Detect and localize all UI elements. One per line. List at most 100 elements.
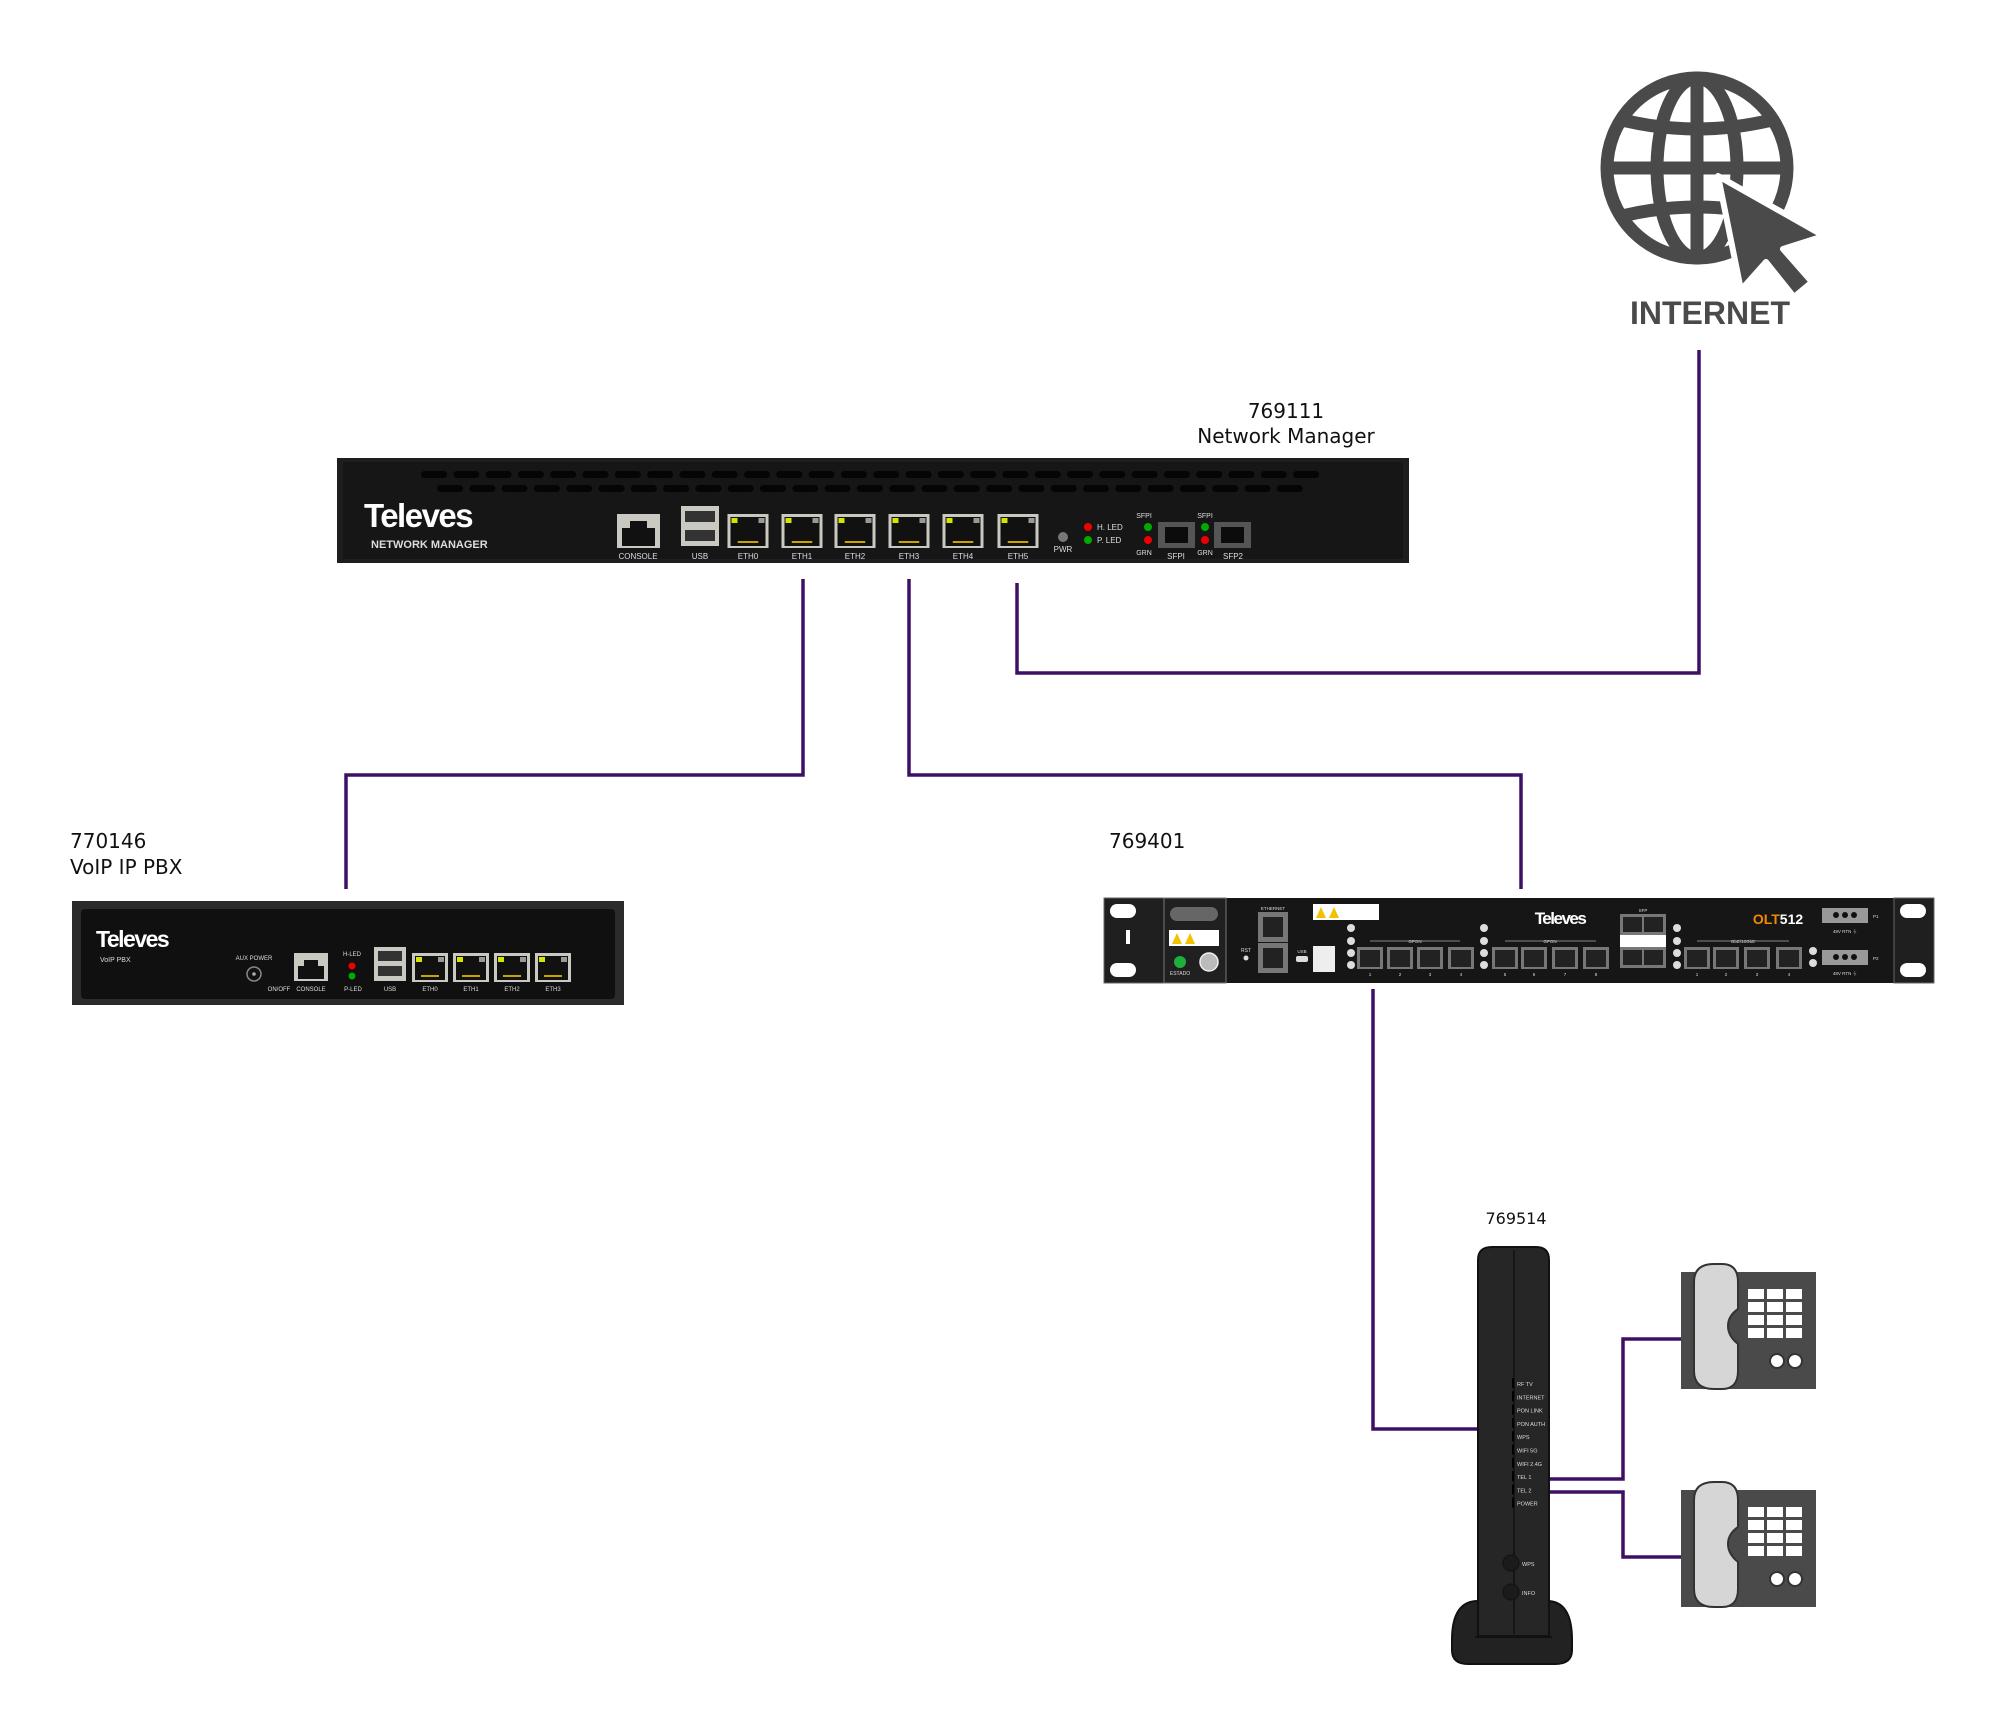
gpon-port-8[interactable] (1583, 947, 1609, 969)
gpon-port-4[interactable] (1448, 947, 1474, 969)
keypad-key (1748, 1507, 1764, 1517)
pwr-led (1058, 532, 1068, 542)
pbx-eth-port-2[interactable] (494, 953, 530, 982)
status-led (1347, 937, 1355, 945)
gpon-port-2[interactable] (1387, 947, 1413, 969)
power-connector-p1[interactable] (1822, 908, 1868, 923)
status-led (1809, 959, 1817, 967)
vent-slot (679, 471, 706, 478)
keypad-key (1748, 1328, 1764, 1338)
vent-slot (1260, 471, 1287, 478)
ont-led-label: RF TV (1517, 1382, 1533, 1388)
power-connector-p2[interactable] (1822, 950, 1868, 965)
p2-label: P2 (1873, 956, 1879, 961)
vent-slot (550, 471, 577, 478)
handset (1693, 1263, 1739, 1390)
keypad-key (1748, 1520, 1764, 1530)
console-port[interactable] (617, 514, 660, 548)
vent-slot (1131, 471, 1158, 478)
sfp1-cage[interactable] (1158, 522, 1195, 548)
ont-led (1512, 1431, 1514, 1442)
pbx-eth-port-1[interactable] (453, 953, 489, 982)
vent-slot (1244, 485, 1271, 492)
nm-eth-port-3[interactable] (888, 514, 930, 548)
vent-slot (792, 485, 819, 492)
vent-slot (533, 485, 560, 492)
gpon-port-3[interactable] (1417, 947, 1443, 969)
vent-slot (840, 471, 867, 478)
estado-led (1174, 956, 1186, 968)
vent-slot (1002, 471, 1029, 478)
gpon-port-7[interactable] (1552, 947, 1578, 969)
keypad-key (1748, 1289, 1764, 1299)
gbe-port-2[interactable] (1713, 947, 1739, 969)
ont-led-label: TEL 2 (1517, 1488, 1531, 1494)
vent-slot (824, 485, 851, 492)
keypad-key (1786, 1289, 1802, 1299)
keypad-key (1767, 1302, 1783, 1312)
pbx-p-led-label: P-LED (344, 987, 362, 993)
link-led (416, 957, 422, 962)
olt-usb-port[interactable] (1296, 956, 1308, 962)
olt-port-number: 6 (1533, 972, 1536, 977)
vent-slot (937, 471, 964, 478)
pbx-usb-port[interactable] (374, 947, 406, 981)
usb-port[interactable] (681, 506, 719, 546)
sfp-cages[interactable] (1620, 914, 1666, 968)
nm-eth-label: ETH4 (953, 552, 974, 561)
keypad-key (1767, 1546, 1783, 1556)
vent-slot (517, 471, 544, 478)
olt-port-number: 4 (1788, 972, 1791, 977)
link-ont-tel1-phone1 (1549, 1337, 1684, 1481)
vent-slot (501, 485, 528, 492)
info-button[interactable] (1502, 1583, 1520, 1601)
vent-slot (1196, 471, 1223, 478)
sfp2-label: SFP2 (1223, 552, 1244, 561)
nm-eth-port-4[interactable] (942, 514, 984, 548)
nm-eth-port-2[interactable] (834, 514, 876, 548)
rack-ear-hole (1110, 904, 1136, 918)
vent-slot (905, 471, 932, 478)
gpon-port-5[interactable] (1492, 947, 1518, 969)
gbe-port-4[interactable] (1776, 947, 1802, 969)
vent-slot (663, 485, 690, 492)
keypad-key (1786, 1533, 1802, 1543)
rst-button[interactable] (1243, 955, 1249, 961)
link-led (892, 518, 899, 523)
olt-port-number: 8 (1595, 972, 1598, 977)
link-nm-eth3-olt (907, 579, 1523, 889)
vent-slot (695, 485, 722, 492)
gbe-port-1[interactable] (1684, 947, 1710, 969)
gbe-port-3[interactable] (1744, 947, 1770, 969)
vent-slot (744, 471, 770, 478)
activity-led (758, 518, 765, 523)
pbx-console-port[interactable] (294, 953, 328, 981)
ont-led-label: TEL 1 (1517, 1475, 1531, 1481)
activity-led (438, 957, 444, 962)
vent-slot (1083, 485, 1109, 492)
nm-eth-label: ETH1 (792, 552, 813, 561)
status-led (1673, 937, 1681, 945)
nm-eth-port-1[interactable] (781, 514, 823, 548)
rack-ear-hole (1900, 963, 1926, 977)
vent-slot (1228, 471, 1255, 478)
vent-slot (1018, 485, 1045, 492)
wps-button[interactable] (1502, 1554, 1520, 1572)
rack-ear-hole (1110, 963, 1136, 977)
pbx-eth-port-3[interactable] (535, 953, 571, 982)
gpon-port-1[interactable] (1357, 947, 1383, 969)
gpon-port-6[interactable] (1521, 947, 1547, 969)
vent-slot (986, 485, 1013, 492)
link-nm-eth1-pbx (344, 579, 805, 889)
ont-led (1512, 1444, 1514, 1455)
power-switch[interactable] (1199, 952, 1219, 972)
nm-eth-port-0[interactable] (727, 514, 769, 548)
pbx-eth-port-0[interactable] (412, 953, 448, 982)
pbx-h-led (348, 962, 356, 970)
nm-name: Network Manager (1197, 424, 1375, 448)
warning-stickers (1313, 904, 1379, 920)
nm-eth-port-5[interactable] (997, 514, 1039, 548)
keypad-key (1767, 1289, 1783, 1299)
nm-eth-label: ETH5 (1008, 552, 1029, 561)
sfp2-cage[interactable] (1214, 522, 1251, 548)
